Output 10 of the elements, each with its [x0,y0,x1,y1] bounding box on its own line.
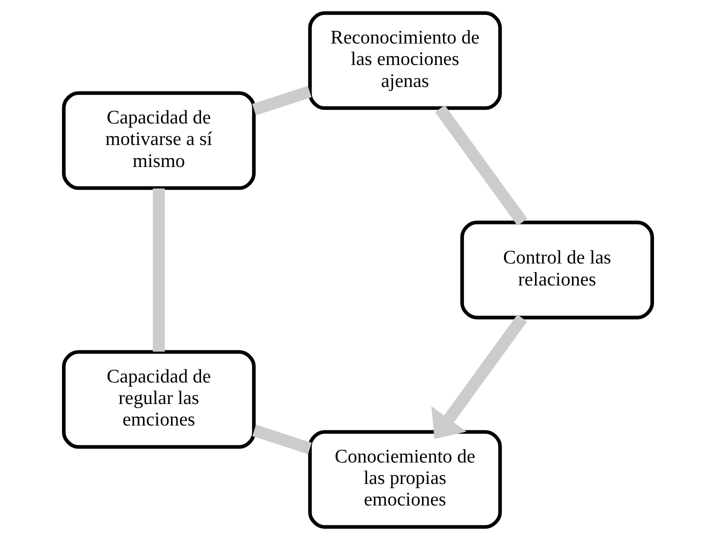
node-box: Reconocimiento de las emociones ajenas [308,11,502,110]
node-box: Control de las relaciones [460,220,654,320]
node-box: Conociemiento de las propias emociones [308,430,502,529]
connector [252,424,312,454]
arrow [430,314,527,439]
connector [252,86,312,116]
node-box: Capacidad de motivarse a sí mismo [62,91,256,190]
connector [152,188,164,352]
connector [434,105,527,226]
node-box: Capacidad de regular las emciones [62,350,256,449]
